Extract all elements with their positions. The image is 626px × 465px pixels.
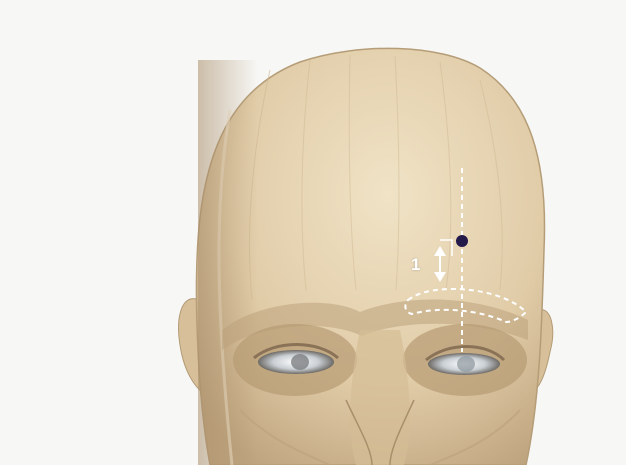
measurement-label: 1	[411, 255, 420, 275]
acupoint-marker	[456, 235, 468, 247]
